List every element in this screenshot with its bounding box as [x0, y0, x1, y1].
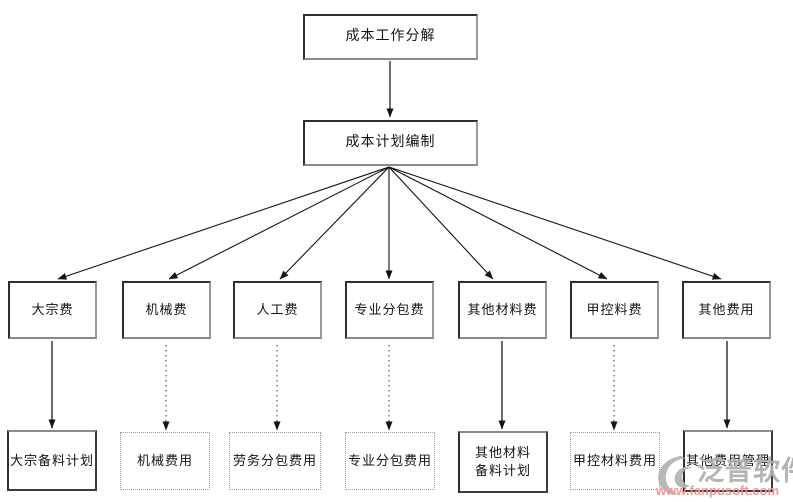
node-owner-material-cost-label: 甲控材料费用: [572, 453, 657, 469]
edge-plan-m6: [388, 166, 608, 280]
node-other-expense: 其他费用: [682, 281, 771, 339]
node-subcontract-fee: 专业分包费: [345, 281, 434, 339]
node-cost-wbs-label: 成本工作分解: [345, 28, 436, 44]
node-cost-wbs: 成本工作分解: [303, 14, 478, 60]
node-other-expense-mgmt: 其他费用管理: [683, 430, 773, 492]
node-owner-controlled-material-fee: 甲控料费: [570, 281, 659, 339]
node-other-material-plan: 其他材料 备料计划: [458, 431, 548, 493]
node-labor-subcontract-cost-label: 劳务分包费用: [232, 453, 317, 469]
node-machinery-fee-label: 机械费: [145, 302, 188, 318]
node-cost-plan-label: 成本计划编制: [345, 134, 436, 150]
node-labor-fee: 人工费: [233, 281, 322, 339]
node-subcontract-fee-label: 专业分包费: [354, 302, 425, 318]
node-labor-fee-label: 人工费: [256, 302, 299, 318]
edge-plan-m1: [57, 166, 390, 280]
node-bulk-material-plan-label: 大宗备料计划: [9, 452, 94, 468]
node-bulk-material-plan: 大宗备料计划: [7, 430, 97, 491]
node-other-material-fee-label: 其他材料费: [467, 302, 538, 318]
node-other-material-plan-line1: 其他材料: [474, 445, 531, 461]
node-bulk-fee-label: 大宗费: [31, 302, 74, 318]
node-owner-controlled-material-fee-label: 甲控料费: [586, 302, 643, 318]
node-machinery-cost: 机械费用: [120, 432, 210, 490]
node-other-expense-mgmt-label: 其他费用管理: [685, 453, 770, 469]
node-other-expense-label: 其他费用: [698, 302, 755, 318]
node-subcontract-cost: 专业分包费用: [345, 432, 435, 490]
edge-plan-m3: [279, 166, 390, 280]
node-other-material-fee: 其他材料费: [458, 281, 547, 339]
edge-plan-m5: [388, 166, 494, 280]
node-other-material-plan-line2: 备料计划: [474, 463, 531, 478]
node-bulk-fee: 大宗费: [8, 281, 97, 339]
node-owner-material-cost: 甲控材料费用: [570, 432, 660, 490]
node-machinery-cost-label: 机械费用: [136, 453, 193, 469]
node-subcontract-cost-label: 专业分包费用: [347, 453, 432, 469]
node-cost-plan: 成本计划编制: [303, 120, 478, 166]
node-machinery-fee: 机械费: [122, 281, 211, 339]
node-labor-subcontract-cost: 劳务分包费用: [229, 432, 321, 490]
edge-plan-m7: [388, 166, 722, 280]
edge-plan-m2: [168, 166, 390, 280]
